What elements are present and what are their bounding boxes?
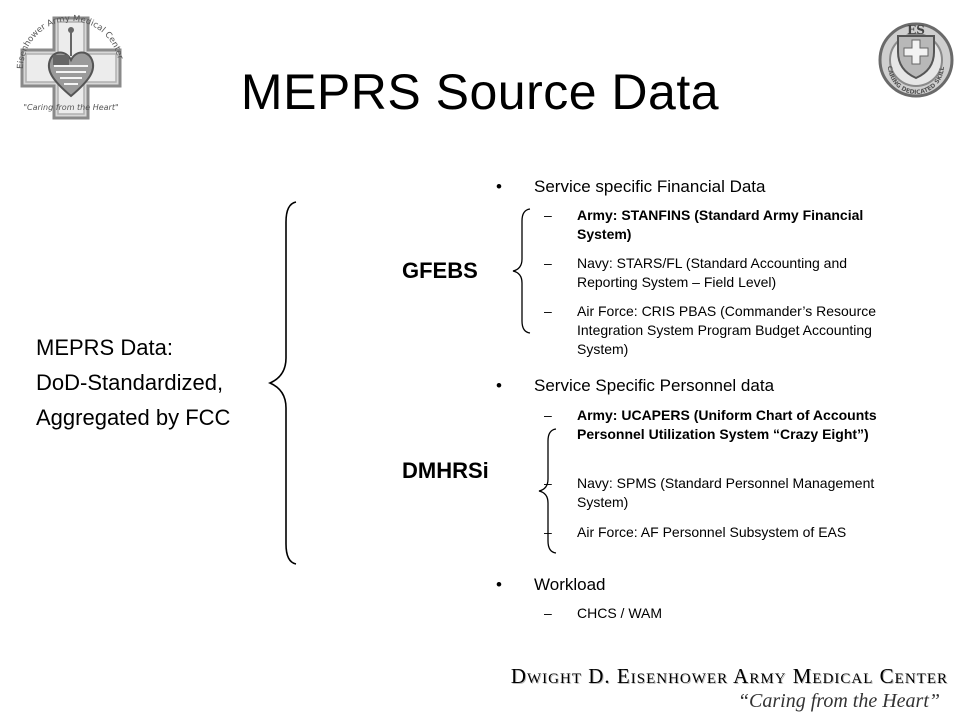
gfebs-brace <box>512 208 531 334</box>
sub-text: Navy: SPMS (Standard Personnel Managemen… <box>577 475 875 510</box>
bullet-text: Service Specific Personnel data <box>534 376 775 395</box>
slide-title: MEPRS Source Data <box>240 64 720 120</box>
sub-text: Air Force: AF Personnel Subsystem of EAS <box>577 524 847 540</box>
sub-text: CHCS / WAM <box>577 605 663 621</box>
logo-right-letters: ES <box>907 23 925 37</box>
sub-dash: – <box>544 255 552 271</box>
sub-dash: – <box>544 207 552 223</box>
bullet-text: Service specific Financial Data <box>534 177 766 196</box>
sub-text: Navy: STARS/FL (Standard Accounting and … <box>577 255 848 290</box>
sub-dash: – <box>544 605 552 621</box>
logo-left-bottom-text: "Caring from the Heart" <box>23 103 118 112</box>
meprs-data-description: MEPRS Data: DoD-Standardized, Aggregated… <box>36 330 276 435</box>
sub-dash: – <box>544 303 552 319</box>
dmhrsi-label: DMHRSi <box>402 458 489 483</box>
eamc-cross-logo: Eisenhower Army Medical Center "Caring f… <box>16 14 125 120</box>
sub-text: Army: UCAPERS (Uniform Chart of Accounts… <box>577 407 877 442</box>
dmhrsi-brace <box>538 428 557 554</box>
shield-logo: ES CARING DEDICATED SKILLED <box>876 12 954 98</box>
sub-text: Army: STANFINS (Standard Army Financial … <box>577 207 864 242</box>
sub-text: Air Force: CRIS PBAS (Commander’s Resour… <box>577 303 877 357</box>
bullet-dot: • <box>496 177 502 196</box>
sub-dash: – <box>544 407 552 423</box>
footer-tagline: “Caring from the Heart” <box>737 690 940 712</box>
description-line-1: MEPRS Data: <box>36 335 173 360</box>
bullet-dot: • <box>496 575 502 594</box>
bullet-text: Workload <box>534 575 606 594</box>
footer-organization-name: Dwight D. Eisenhower Army Medical Center <box>510 664 948 688</box>
sub-dash: – <box>544 475 552 491</box>
gfebs-label: GFEBS <box>402 258 478 283</box>
bullet-dot: • <box>496 376 502 395</box>
sub-dash: – <box>544 524 552 540</box>
large-brace <box>268 201 297 565</box>
description-line-2: DoD-Standardized, <box>36 370 224 395</box>
description-line-3: Aggregated by FCC <box>36 405 231 430</box>
